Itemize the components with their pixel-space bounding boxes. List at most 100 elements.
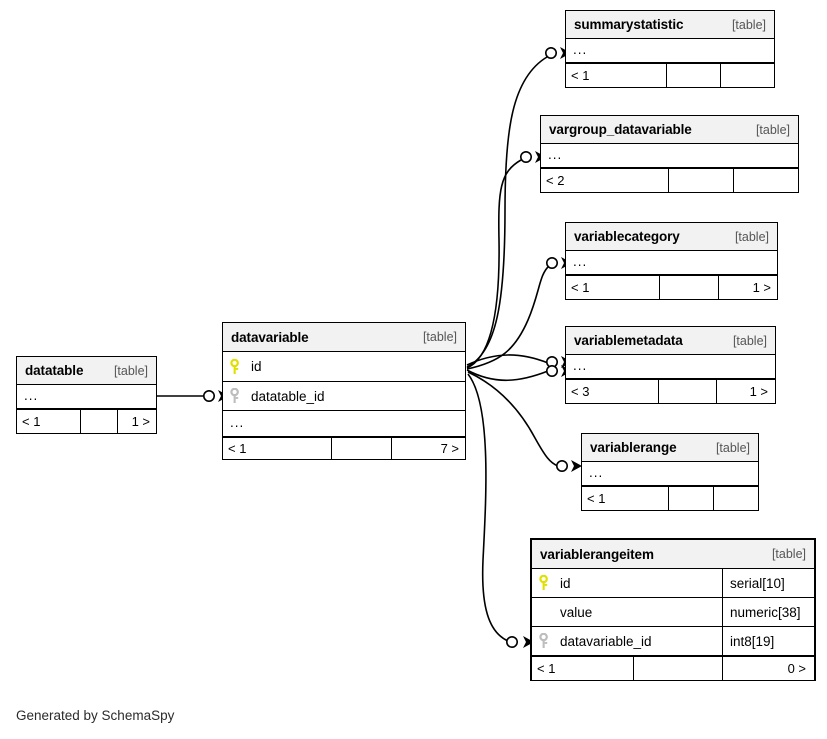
footer-left: < 1 — [571, 68, 590, 83]
table-footer: < 1 — [582, 486, 758, 510]
column-name: ... — [573, 254, 588, 269]
primary-key-icon — [230, 358, 244, 375]
table-node-datatable[interactable]: datatable [table] ... < 1 1 > — [16, 356, 157, 434]
table-column-row: ... — [566, 355, 775, 379]
column-name-cell: datavariable_id — [532, 633, 722, 649]
table-column-row: datavariable_id int8[19] — [532, 627, 814, 656]
table-footer: < 1 7 > — [223, 437, 465, 459]
column-name: datavariable_id — [560, 633, 652, 649]
footer-right: 1 > — [718, 276, 777, 299]
table-header: datatable [table] — [17, 357, 156, 385]
table-tag: [table] — [771, 547, 806, 561]
footer-left: < 1 — [537, 661, 556, 676]
footer-left: < 1 — [228, 441, 247, 456]
footer-mid — [331, 438, 391, 459]
table-node-variablemetadata[interactable]: variablemetadata [table] ... < 3 1 > — [565, 326, 776, 404]
footer-left: < 1 — [22, 414, 41, 429]
table-column-row: id serial[10] — [532, 569, 814, 598]
footer-mid — [80, 410, 117, 433]
table-node-vargroup-datavariable[interactable]: vargroup_datavariable [table] ... < 2 — [540, 115, 799, 193]
column-name: value — [560, 604, 593, 620]
table-column-row: ... — [223, 411, 465, 437]
column-name-cell: id — [223, 358, 465, 375]
table-header: variablemetadata [table] — [566, 327, 775, 355]
footer-left: < 1 — [587, 491, 606, 506]
table-column-row: ... — [582, 462, 758, 486]
column-type: numeric[38] — [722, 598, 814, 626]
table-title: variablerange — [590, 440, 677, 455]
footer-right: 0 > — [722, 657, 812, 680]
table-column-row: id — [223, 352, 465, 382]
footer-right: 1 > — [117, 410, 156, 433]
column-type: int8[19] — [722, 627, 814, 655]
table-title: variablemetadata — [574, 333, 683, 348]
footer-mid — [633, 657, 722, 680]
table-node-summarystatistic[interactable]: summarystatistic [table] ... < 1 — [565, 10, 775, 88]
column-name-cell: datatable_id — [223, 388, 465, 404]
table-header: variablerangeitem [table] — [532, 540, 814, 569]
table-footer: < 1 1 > — [17, 409, 156, 433]
table-footer: < 3 1 > — [566, 379, 775, 403]
foreign-key-icon — [230, 388, 244, 404]
table-title: variablecategory — [574, 229, 680, 244]
table-header: variablerange [table] — [582, 434, 758, 462]
table-tag: [table] — [422, 330, 457, 344]
table-tag: [table] — [734, 229, 769, 244]
footer-mid — [658, 380, 716, 403]
foreign-key-icon — [539, 633, 553, 649]
table-column-row: ... — [17, 385, 156, 409]
footer-mid — [666, 64, 720, 87]
column-name-cell: value — [532, 604, 722, 620]
no-key-icon — [539, 604, 553, 620]
column-name: datatable_id — [251, 388, 325, 404]
table-column-row: datatable_id — [223, 382, 465, 411]
footer-right — [713, 487, 758, 510]
column-name: ... — [589, 465, 604, 480]
column-type: serial[10] — [722, 569, 814, 597]
column-name: ... — [573, 358, 588, 373]
table-node-variablerangeitem[interactable]: variablerangeitem [table] id serial[10] … — [530, 538, 816, 681]
column-name: id — [251, 359, 262, 374]
table-title: datavariable — [231, 329, 309, 345]
table-header: vargroup_datavariable [table] — [541, 116, 798, 144]
column-name-cell: id — [532, 575, 722, 591]
column-name: id — [560, 575, 571, 591]
table-title: variablerangeitem — [540, 546, 654, 562]
table-column-row: ... — [566, 251, 777, 275]
table-tag: [table] — [715, 440, 750, 455]
footer-left: < 1 — [571, 280, 590, 295]
footer-right: 7 > — [391, 438, 465, 459]
footer-mid — [668, 487, 713, 510]
table-title: summarystatistic — [574, 17, 684, 32]
table-footer: < 2 — [541, 168, 798, 192]
table-title: datatable — [25, 363, 84, 378]
table-tag: [table] — [113, 363, 148, 378]
table-header: datavariable [table] — [223, 323, 465, 352]
table-title: vargroup_datavariable — [549, 122, 692, 137]
table-header: variablecategory [table] — [566, 223, 777, 251]
table-node-datavariable[interactable]: datavariable [table] id — [222, 322, 466, 460]
column-name: ... — [24, 388, 39, 403]
footer-left: < 3 — [571, 384, 590, 399]
footer-right — [733, 169, 798, 192]
primary-key-icon — [539, 575, 553, 591]
column-name: ... — [573, 42, 588, 57]
table-header: summarystatistic [table] — [566, 11, 774, 39]
table-column-row: value numeric[38] — [532, 598, 814, 627]
table-tag: [table] — [732, 333, 767, 348]
table-tag: [table] — [755, 122, 790, 137]
table-tag: [table] — [731, 17, 766, 32]
generated-by-credit: Generated by SchemaSpy — [16, 708, 175, 723]
footer-mid — [668, 169, 733, 192]
table-footer: < 1 — [566, 63, 774, 87]
footer-left: < 2 — [546, 173, 565, 188]
table-footer: < 1 1 > — [566, 275, 777, 299]
table-column-row: ... — [566, 39, 774, 63]
table-node-variablerange[interactable]: variablerange [table] ... < 1 — [581, 433, 759, 511]
table-node-variablecategory[interactable]: variablecategory [table] ... < 1 1 > — [565, 222, 778, 300]
column-name: ... — [548, 147, 563, 162]
footer-right: 1 > — [716, 380, 774, 403]
footer-mid — [659, 276, 718, 299]
footer-right — [720, 64, 774, 87]
